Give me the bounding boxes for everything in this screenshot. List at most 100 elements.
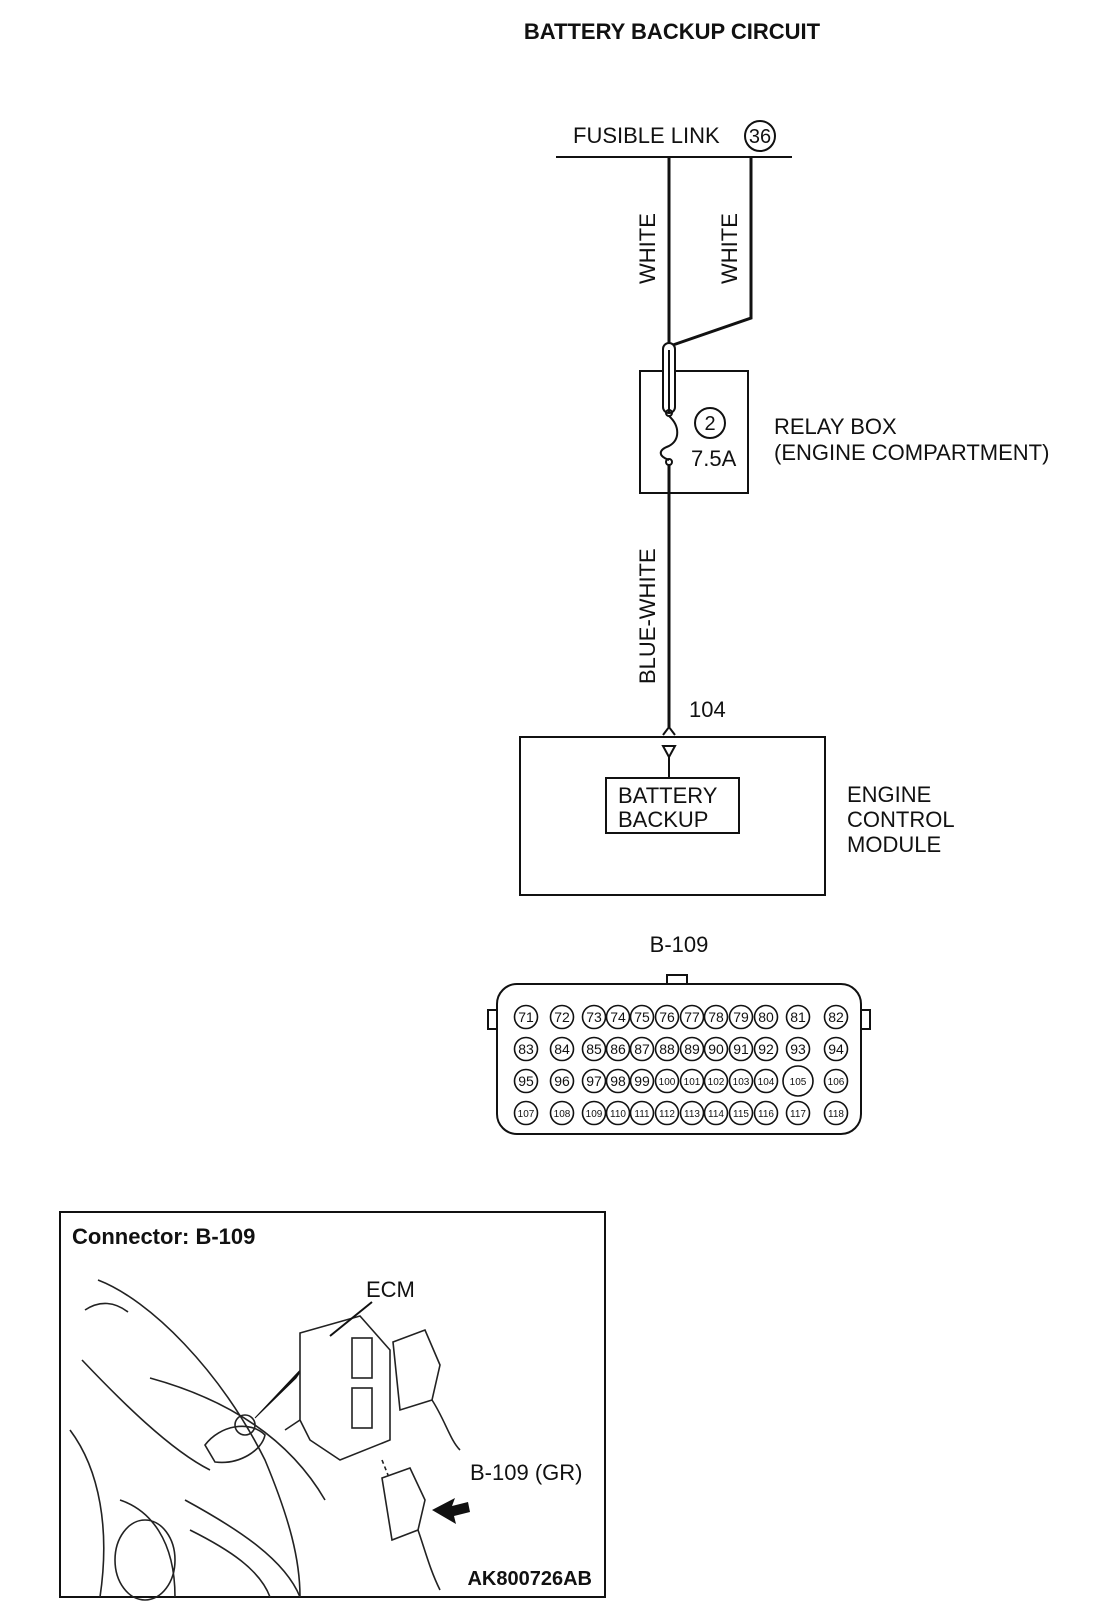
connector-pin-label: 107 — [518, 1109, 535, 1120]
car-grille-top — [184, 1499, 301, 1598]
connector-pin-89 — [679, 1036, 705, 1062]
connector-pin-73 — [581, 1004, 607, 1030]
connector-pin-105 — [782, 1065, 814, 1097]
car-grille-bottom — [189, 1529, 271, 1598]
connector-pin-117 — [785, 1100, 811, 1126]
wire-color-right: WHITE — [717, 213, 742, 284]
connector-pin-label: 77 — [684, 1009, 700, 1025]
connector-pin-112 — [654, 1100, 680, 1126]
car-hood-edge — [97, 1279, 301, 1598]
connector-pin-label: 110 — [610, 1109, 626, 1120]
fuse-number-circle — [694, 407, 726, 439]
car-cap — [234, 1414, 256, 1436]
diagram-title: BATTERY BACKUP CIRCUIT — [524, 19, 821, 44]
connector-pin-label: 79 — [733, 1009, 749, 1025]
harness-cable-lower — [417, 1529, 441, 1591]
connector-pin-84 — [549, 1036, 575, 1062]
fusible-link: FUSIBLE LINK 36 — [556, 120, 792, 158]
ecm-socket-upper — [351, 1337, 373, 1379]
connector-pin-83 — [513, 1036, 539, 1062]
connector-pin-74 — [605, 1004, 631, 1030]
connector-pin-96 — [549, 1068, 575, 1094]
connector-pin-91 — [728, 1036, 754, 1062]
connector-pin-98 — [605, 1068, 631, 1094]
connector-pin-78 — [703, 1004, 729, 1030]
connector-pin-label: 100 — [659, 1077, 676, 1088]
car-hood-scoop — [204, 1425, 266, 1464]
connector-pin-79 — [728, 1004, 754, 1030]
connector-pin-label: 81 — [790, 1009, 806, 1025]
connector-pin-92 — [753, 1036, 779, 1062]
ecm-label-line1: ENGINE — [847, 782, 931, 807]
connector-pin-label: 103 — [733, 1077, 750, 1088]
harness-connector-upper — [392, 1328, 441, 1412]
connector-pin-label: 73 — [586, 1009, 602, 1025]
connector-pin-106 — [823, 1068, 849, 1094]
ecm-housing — [299, 1315, 391, 1461]
connector-pin-label: 75 — [634, 1009, 650, 1025]
connector-location-inset: Connector: B-109 — [59, 1211, 606, 1601]
connector-pin-93 — [785, 1036, 811, 1062]
connector-pin-label: 88 — [659, 1041, 675, 1057]
fuse-number: 2 — [704, 413, 715, 435]
connector-pin-86 — [605, 1036, 631, 1062]
connector-pin-label: 92 — [758, 1041, 774, 1057]
connector-pin-label: 95 — [518, 1073, 534, 1089]
relay-box-label-line2: (ENGINE COMPARTMENT) — [774, 440, 1049, 465]
inset-connector-label: B-109 (GR) — [470, 1460, 582, 1485]
connector-pin-75 — [629, 1004, 655, 1030]
connector-pin-label: 113 — [684, 1109, 700, 1120]
connector-pin-label: 116 — [758, 1109, 774, 1120]
connector-pin-label: 94 — [828, 1041, 844, 1057]
connector-pin-label: 99 — [634, 1073, 650, 1089]
fusible-link-number: 36 — [749, 126, 771, 148]
connector-pin-label: 97 — [586, 1073, 602, 1089]
connector-pin-label: 84 — [554, 1041, 570, 1057]
car-wheel — [114, 1519, 176, 1601]
inset-code: AK800726AB — [467, 1568, 592, 1590]
connector-pin-label: 91 — [733, 1041, 749, 1057]
connector-pin-107 — [513, 1100, 539, 1126]
connector-pin-77 — [679, 1004, 705, 1030]
connector-pin-label: 71 — [518, 1009, 534, 1025]
connector-name: B-109 — [650, 932, 709, 957]
connector-pin-81 — [785, 1004, 811, 1030]
connector-pin-97 — [581, 1068, 607, 1094]
connector-pin-109 — [581, 1100, 607, 1126]
connector-pin-94 — [823, 1036, 849, 1062]
connector-pin-102 — [703, 1068, 729, 1094]
ecm-pin-number: 104 — [689, 697, 726, 722]
fuse-rating: 7.5A — [691, 446, 737, 471]
connector-pin-label: 105 — [790, 1077, 807, 1088]
connector-pin-118 — [823, 1100, 849, 1126]
relay-box: 2 7.5A RELAY BOX (ENGINE COMPARTMENT) — [639, 342, 1049, 494]
relay-box-outline — [639, 370, 749, 494]
connector-pin-76 — [654, 1004, 680, 1030]
connector-pin-95 — [513, 1068, 539, 1094]
connector-pin-115 — [728, 1100, 754, 1126]
connector-pin-90 — [703, 1036, 729, 1062]
connector-pin-label: 85 — [586, 1041, 602, 1057]
inset-ecm-label: ECM — [366, 1277, 415, 1302]
connector-pin-103 — [728, 1068, 754, 1094]
connector-pin-label: 78 — [708, 1009, 724, 1025]
connector-pin-label: 72 — [554, 1009, 570, 1025]
ecm-leader-line — [329, 1301, 373, 1337]
connector-pin-82 — [823, 1004, 849, 1030]
ecm-unit-illustration — [284, 1315, 470, 1591]
connector-pin-label: 104 — [758, 1077, 775, 1088]
connector-pin-label: 82 — [828, 1009, 844, 1025]
fuse-element — [659, 415, 679, 461]
car-front-illustration — [69, 1279, 326, 1601]
fusible-link-label: FUSIBLE LINK — [573, 123, 720, 148]
connector-pin-label: 101 — [684, 1077, 701, 1088]
connector-pin-108 — [549, 1100, 575, 1126]
connector-pin-114 — [703, 1100, 729, 1126]
battery-backup-line2: BACKUP — [618, 807, 708, 832]
battery-backup-box — [605, 777, 740, 834]
connector-pin-88 — [654, 1036, 680, 1062]
ecm-label-line2: CONTROL — [847, 807, 955, 832]
ecm-socket-lower — [351, 1387, 373, 1429]
car-wheel-arch — [119, 1499, 176, 1598]
